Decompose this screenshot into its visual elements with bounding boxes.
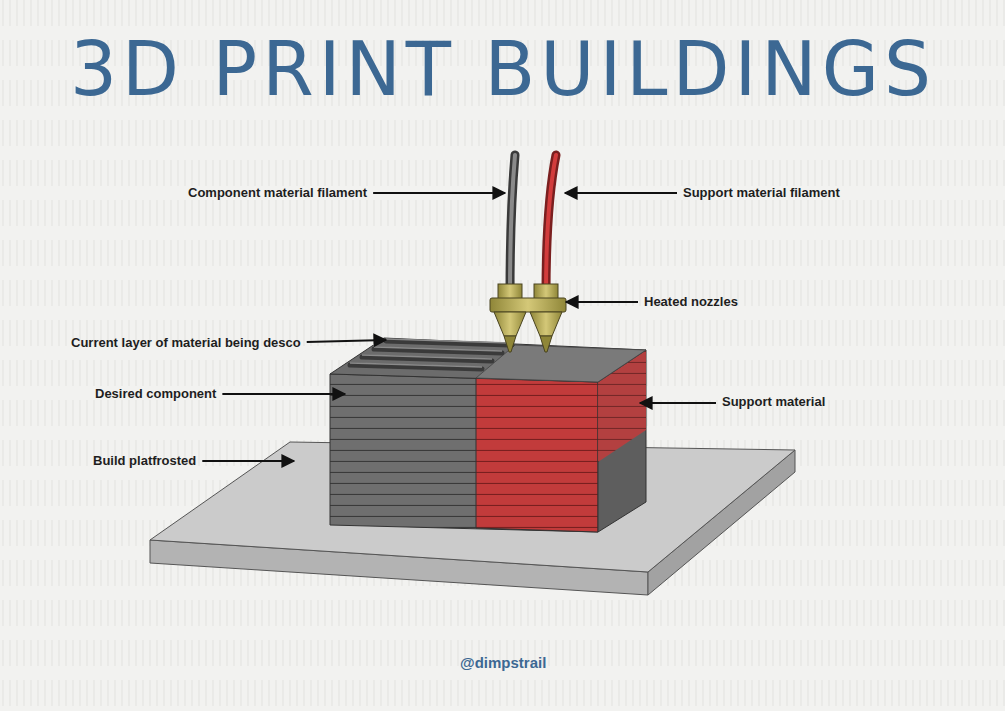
watermark: @dimpstrail xyxy=(460,655,546,671)
leader-line xyxy=(566,301,638,303)
leader-line xyxy=(640,402,716,404)
part-label: Support material filament xyxy=(683,185,840,201)
component-filament xyxy=(510,155,515,295)
part-label: Heated nozzles xyxy=(644,294,738,310)
current-layer-ridges xyxy=(350,341,512,369)
part-label: Current layer of material being desco xyxy=(71,335,301,351)
part-label: Component material filament xyxy=(188,185,367,201)
part-label: Build platfrosted xyxy=(93,453,196,469)
part-label: Support material xyxy=(722,394,825,410)
page-title: 3D PRINT BUILDINGS xyxy=(70,32,936,106)
leader-line xyxy=(565,192,677,194)
leader-line xyxy=(222,393,345,395)
part-label: Desired component xyxy=(95,386,216,402)
leader-line xyxy=(373,192,505,194)
leader-line xyxy=(307,340,386,342)
printed-block xyxy=(330,338,646,532)
support-filament xyxy=(546,155,556,295)
heated-nozzles xyxy=(490,284,566,352)
leader-line xyxy=(202,460,294,462)
